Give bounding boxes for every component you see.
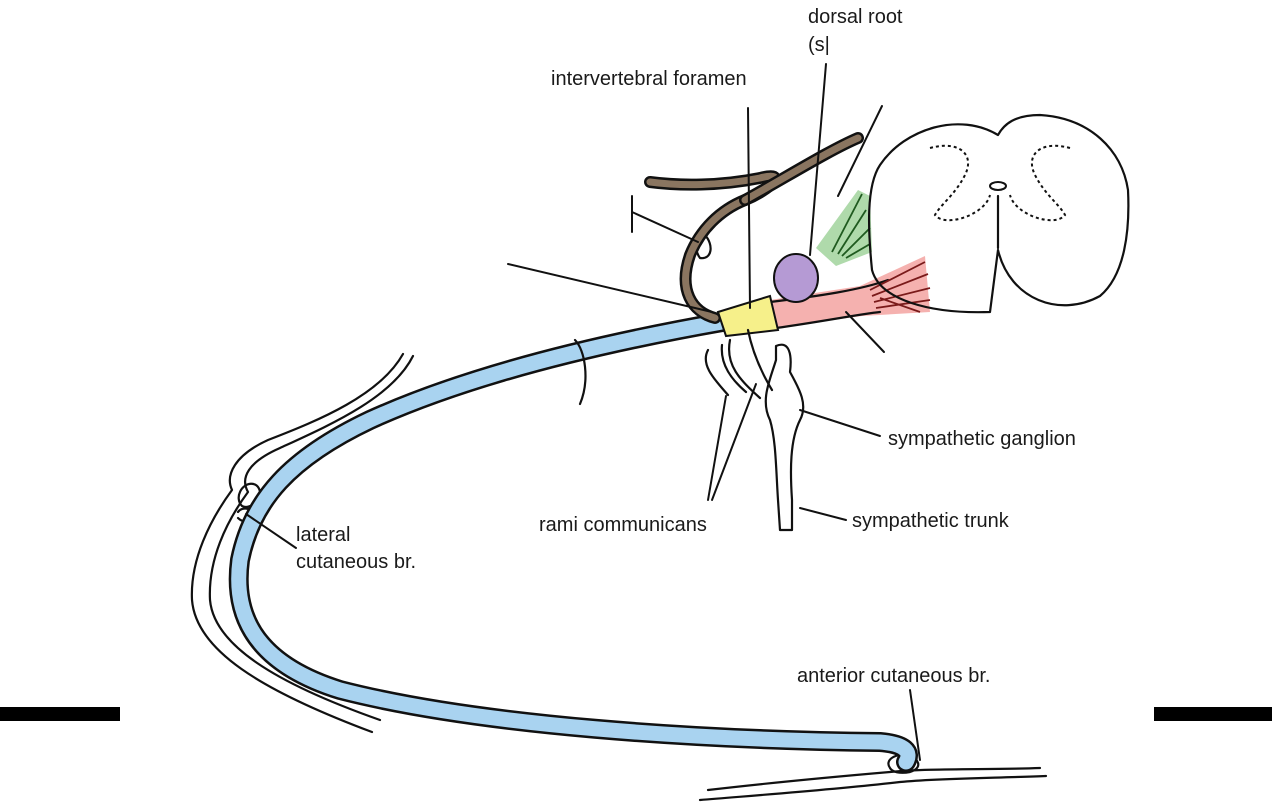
label-dorsal-root-cut: (s| (808, 34, 830, 56)
dorsal-root (816, 190, 872, 266)
label-anterior-cutaneous: anterior cutaneous br. (797, 665, 990, 687)
label-rami-communicans: rami communicans (539, 514, 707, 536)
label-lateral-cutaneous-line1: lateral (296, 524, 350, 546)
left-bar (0, 707, 120, 721)
dorsal-ramus (644, 132, 864, 324)
spinal-cord (867, 113, 1130, 314)
label-sympathetic-trunk: sympathetic trunk (852, 510, 1010, 532)
label-dorsal-root: dorsal root (808, 6, 903, 28)
label-lateral-cutaneous-line2: cutaneous br. (296, 551, 416, 573)
spinal-nerve (716, 294, 780, 338)
right-bar (1154, 707, 1272, 721)
dorsal-root-ganglion (773, 253, 819, 303)
label-sympathetic-ganglion: sympathetic ganglion (888, 428, 1076, 450)
ventral-ramus (228, 233, 918, 772)
leader-lines (245, 63, 921, 761)
sympathetic-chain (704, 328, 805, 532)
label-intervertebral-foramen: intervertebral foramen (551, 68, 747, 90)
body-wall-outline (190, 352, 1048, 802)
